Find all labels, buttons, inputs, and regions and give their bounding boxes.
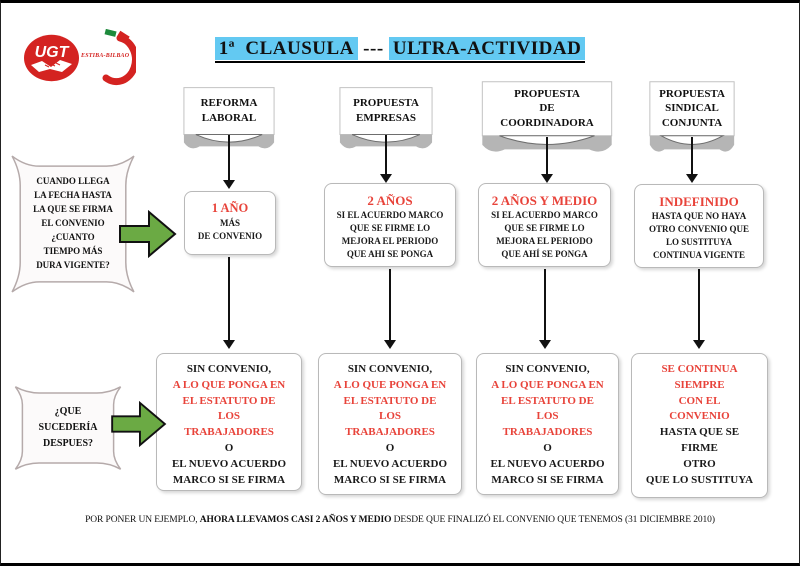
after-lead: SIN CONVENIO,	[505, 363, 590, 375]
down-arrow	[384, 269, 396, 349]
footer-pre: POR PONER UN EJEMPLO,	[85, 515, 200, 525]
after-emphasis: A LO QUE PONGA EN EL ESTATUTO DE LOS TRA…	[333, 378, 447, 439]
svg-text:UGT: UGT	[35, 44, 70, 61]
duration-emphasis: INDEFINIDO	[659, 194, 739, 209]
duration-detail: HASTA QUE NO HAYA OTRO CONVENIO QUE LO S…	[648, 211, 749, 261]
down-arrow	[541, 137, 553, 183]
after-lead: SIN CONVENIO,	[186, 363, 272, 375]
logo-subtitle: ESTIBA-BILBAO	[81, 53, 130, 59]
green-right-arrow	[111, 401, 167, 447]
green-right-arrow	[119, 210, 177, 258]
box-duration-sindical: INDEFINIDO HASTA QUE NO HAYA OTRO CONVEN…	[634, 184, 764, 268]
footer-post: DESDE QUE FINALIZÓ EL CONVENIO QUE TENEM…	[393, 515, 715, 525]
footer-note: POR PONER UN EJEMPLO, AHORA LLEVAMOS CAS…	[1, 515, 799, 525]
question-bubble-after: ¿QUE SUCEDERÍA DESPUES?	[11, 385, 125, 471]
down-arrow	[686, 137, 698, 183]
box-after-coordinadora: SIN CONVENIO, A LO QUE PONGA EN EL ESTAT…	[476, 353, 619, 495]
header-label: PROPUESTA SINDICAL CONJUNTA	[659, 87, 725, 129]
header-label: PROPUESTA EMPRESAS	[353, 97, 419, 124]
down-arrow	[223, 135, 235, 189]
box-duration-reforma: 1 AÑO MÁS DE CONVENIO	[184, 191, 276, 255]
after-detail: O EL NUEVO ACUERDO MARCO SI SE FIRMA	[332, 442, 448, 486]
box-after-sindical: SE CONTINUA SIEMPRE CON EL CONVENIO HAST…	[631, 353, 768, 498]
question-text: CUANDO LLEGA LA FECHA HASTA LA QUE SE FI…	[33, 176, 113, 270]
box-duration-coordinadora: 2 AÑOS Y MEDIO SI EL ACUERDO MARCO QUE S…	[478, 183, 611, 267]
page-title: 1ª CLAUSULA --- ULTRA-ACTIVIDAD	[1, 37, 799, 63]
title-part1: 1ª CLAUSULA	[214, 37, 358, 60]
after-detail: O EL NUEVO ACUERDO MARCO SI SE FIRMA	[171, 442, 287, 486]
header-label: PROPUESTA DE COORDINADORA	[500, 87, 594, 129]
after-detail: HASTA QUE SE FIRME OTRO QUE LO SUSTITUYA	[645, 426, 754, 486]
down-arrow	[223, 257, 235, 349]
header-reforma-laboral: REFORMA LABORAL	[183, 87, 275, 153]
box-after-reforma: SIN CONVENIO, A LO QUE PONGA EN EL ESTAT…	[156, 353, 302, 491]
header-label: REFORMA LABORAL	[200, 97, 258, 124]
footer-bold: AHORA LLEVAMOS CASI 2 AÑOS Y MEDIO	[199, 515, 394, 525]
title-separator: ---	[357, 38, 389, 59]
after-detail: O EL NUEVO ACUERDO MARCO SI SE FIRMA	[490, 442, 605, 486]
after-emphasis: A LO QUE PONGA EN EL ESTATUTO DE LOS TRA…	[491, 378, 604, 439]
duration-emphasis: 1 AÑO	[211, 201, 249, 215]
estiba-arc-icon	[102, 29, 136, 86]
box-after-empresas: SIN CONVENIO, A LO QUE PONGA EN EL ESTAT…	[318, 353, 462, 495]
header-propuesta-empresas: PROPUESTA EMPRESAS	[339, 87, 433, 153]
box-duration-empresas: 2 AÑOS SI EL ACUERDO MARCO QUE SE FIRME …	[324, 183, 456, 267]
duration-detail: MÁS DE CONVENIO	[197, 217, 263, 241]
title-part2: ULTRA-ACTIVIDAD	[388, 37, 586, 60]
down-arrow	[693, 269, 705, 349]
header-propuesta-coordinadora: PROPUESTA DE COORDINADORA	[481, 81, 613, 157]
after-lead: SIN CONVENIO,	[347, 363, 433, 375]
duration-detail: SI EL ACUERDO MARCO QUE SE FIRME LO MEJO…	[336, 210, 444, 260]
duration-detail: SI EL ACUERDO MARCO QUE SE FIRME LO MEJO…	[491, 210, 598, 260]
down-arrow	[539, 269, 551, 349]
question-text: ¿QUE SUCEDERÍA DESPUES?	[38, 406, 98, 449]
question-bubble-duration: CUANDO LLEGA LA FECHA HASTA LA QUE SE FI…	[7, 153, 139, 295]
ugt-logo-icon: UGT	[24, 34, 79, 82]
after-emphasis: A LO QUE PONGA EN EL ESTATUTO DE LOS TRA…	[172, 378, 286, 439]
down-arrow	[380, 135, 392, 183]
after-emphasis: SE CONTINUA SIEMPRE CON EL CONVENIO	[661, 363, 738, 423]
duration-emphasis: 2 AÑOS Y MEDIO	[491, 193, 598, 208]
duration-emphasis: 2 AÑOS	[367, 193, 413, 208]
